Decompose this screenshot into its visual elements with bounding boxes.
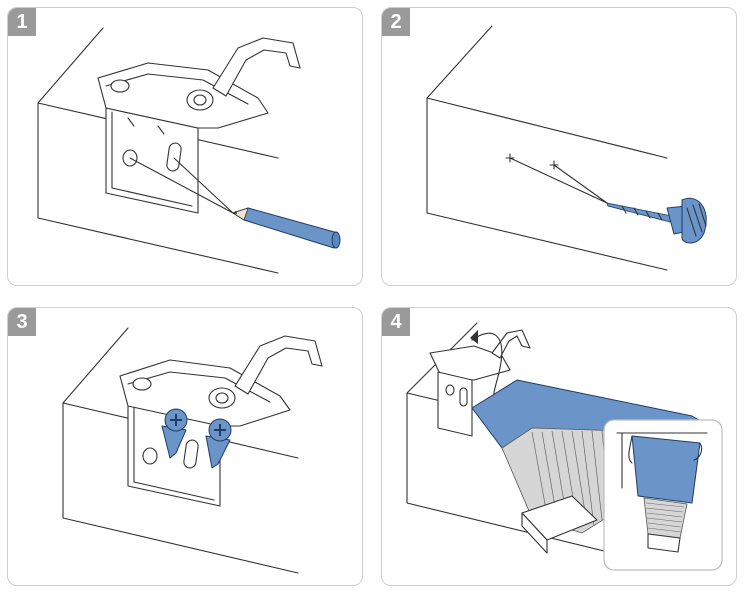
step-2-panel: 2 [381,7,737,286]
screw-1 [161,408,188,459]
clip-blind-into-bracket-icon [406,322,723,571]
step-number-badge: 1 [8,8,36,36]
step-number-badge: 2 [382,8,410,36]
step-3-panel: 3 [7,307,363,586]
step-1-panel: 1 [7,7,363,286]
screw-2 [205,418,232,469]
mark-holes-with-pencil-icon [37,27,341,274]
step-4-panel: 4 [381,307,737,586]
step-number-badge: 3 [8,308,36,336]
screw-bracket-icon [62,327,323,574]
step-number-badge: 4 [382,308,410,336]
drill-holes-icon [426,25,707,271]
